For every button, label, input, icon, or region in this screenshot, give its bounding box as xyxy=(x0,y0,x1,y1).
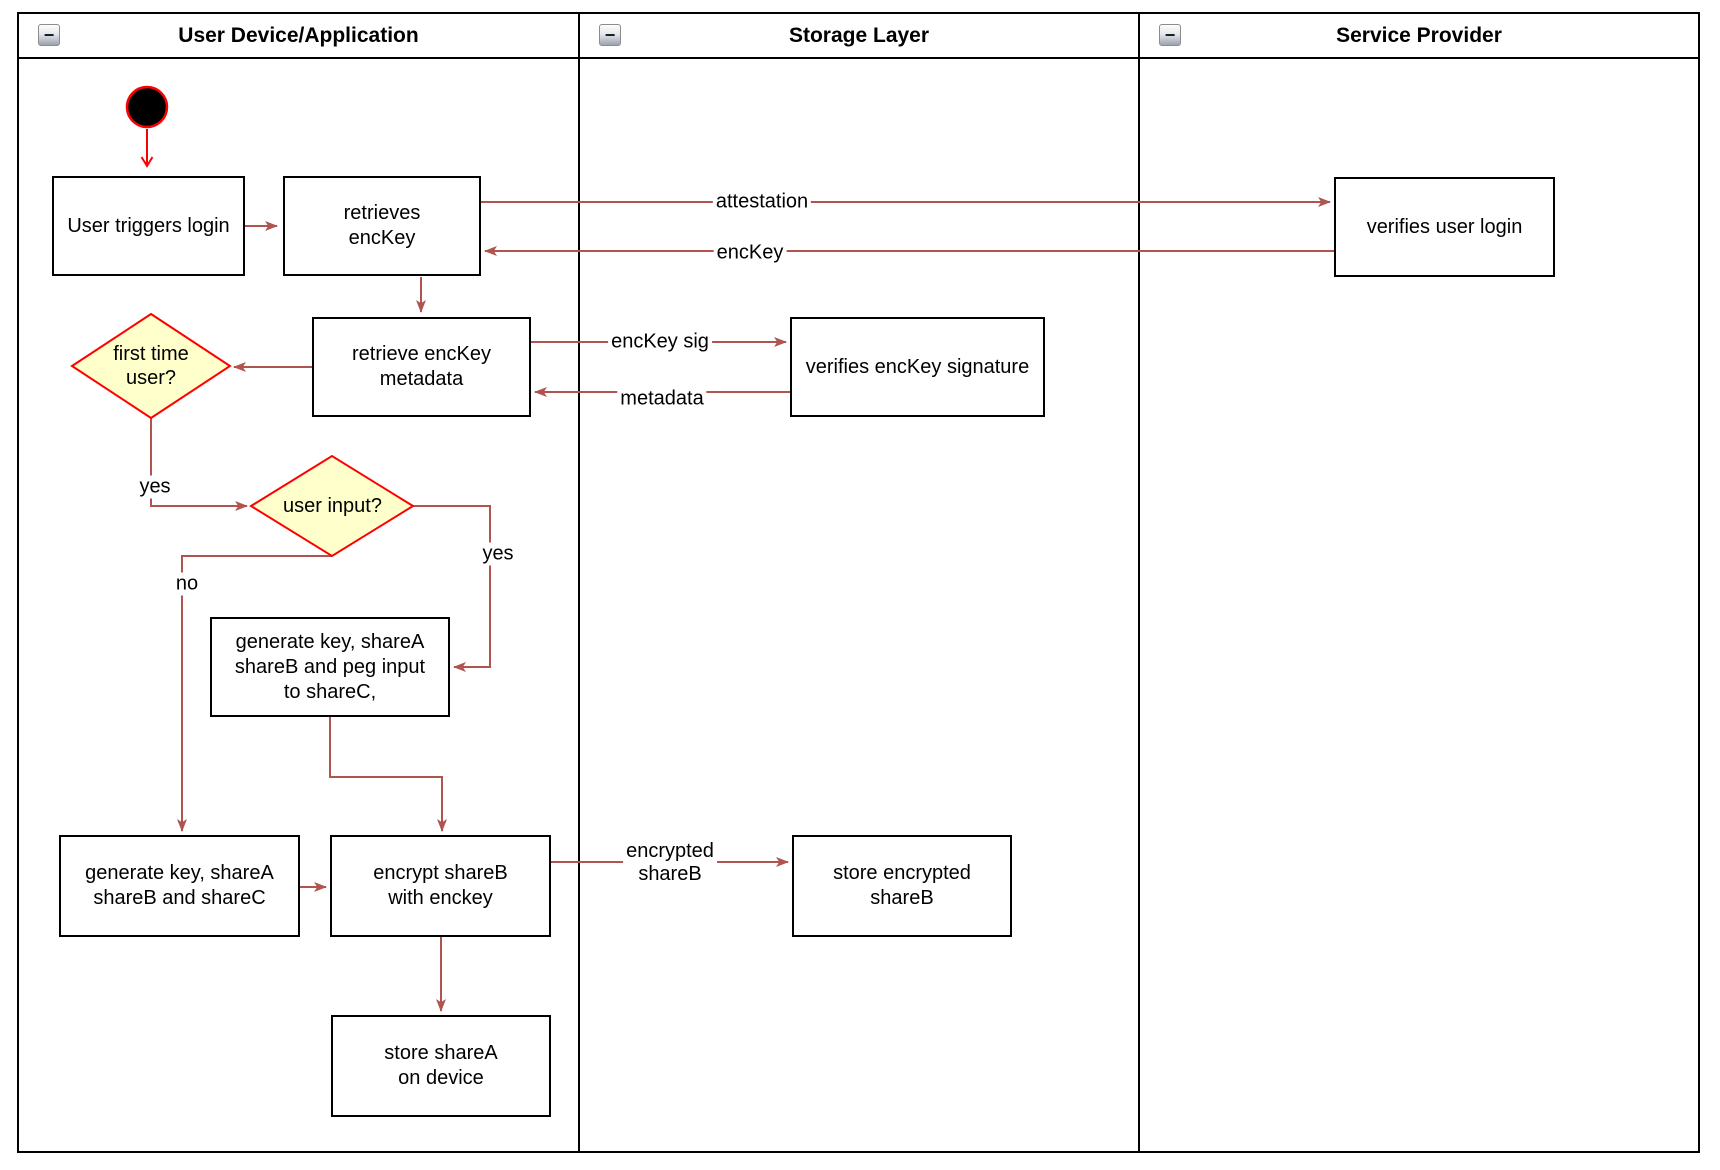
node-generate-key-sharec[interactable]: generate key, shareA shareB and shareC xyxy=(59,835,300,937)
node-verifies-user-login[interactable]: verifies user login xyxy=(1334,177,1555,277)
collapse-icon-storage-layer[interactable]: − xyxy=(599,24,621,46)
node-retrieve-enckey-metadata[interactable]: retrieve encKey metadata xyxy=(312,317,531,417)
edge-label-enckey: encKey xyxy=(713,241,787,265)
lane-title-user-device: User Device/Application xyxy=(178,23,419,47)
node-retrieves-enckey[interactable]: retrieves encKey xyxy=(283,176,481,276)
edge-label-encrypted-shareb: encrypted shareB xyxy=(623,840,717,886)
node-generate-key-peg-input[interactable]: generate key, shareA shareB and peg inpu… xyxy=(210,617,450,717)
node-verifies-enckey-signature[interactable]: verifies encKey signature xyxy=(790,317,1045,417)
edge-label-yes-user-input: yes xyxy=(479,542,517,566)
decision-label-user-input: user input? xyxy=(283,495,382,517)
collapse-icon-user-device[interactable]: − xyxy=(38,24,60,46)
edge-label-no: no xyxy=(172,572,202,596)
node-store-encrypted-shareb[interactable]: store encrypted shareB xyxy=(792,835,1012,937)
edge-yes-to-peginput xyxy=(413,505,491,672)
node-store-sharea[interactable]: store shareA on device xyxy=(331,1015,551,1117)
collapse-icon-service-provider[interactable]: − xyxy=(1159,24,1181,46)
edge-no-to-generate xyxy=(177,555,332,832)
pool-border xyxy=(17,12,1700,1153)
node-user-triggers-login[interactable]: User triggers login xyxy=(52,176,245,276)
edge-label-yes-first-time: yes xyxy=(136,475,174,499)
decision-user-input[interactable] xyxy=(249,454,415,558)
lane-title-service-provider: Service Provider xyxy=(1336,23,1502,47)
edge-label-metadata: metadata xyxy=(617,387,707,411)
edge-label-enckey-sig: encKey sig xyxy=(608,330,712,354)
edge-yes-to-userinput xyxy=(150,418,248,511)
start-node[interactable] xyxy=(125,85,169,129)
lane-title-storage-layer: Storage Layer xyxy=(788,23,930,47)
decision-first-time-user[interactable] xyxy=(70,312,232,420)
node-encrypt-shareb[interactable]: encrypt shareB with enckey xyxy=(330,835,551,937)
edge-peginput-to-encrypt xyxy=(329,717,447,832)
edge-label-attestation: attestation xyxy=(712,190,812,214)
decision-label-first-time-user: first time user? xyxy=(113,343,189,389)
